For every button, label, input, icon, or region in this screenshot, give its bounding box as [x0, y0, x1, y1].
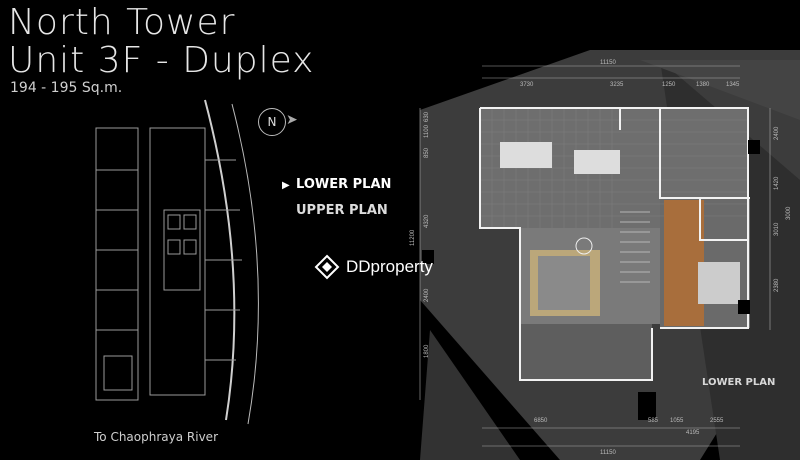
- dim-bottom: 585: [648, 418, 659, 424]
- plan-caption: LOWER PLAN: [702, 377, 776, 388]
- dim-top: 1345: [726, 82, 740, 88]
- dim-bottom: 1055: [670, 418, 684, 424]
- selected-arrow-icon: ▶: [282, 180, 290, 191]
- dim-right: 3000: [786, 206, 792, 220]
- dim-top-total: 11150: [600, 60, 616, 66]
- ddproperty-logo-icon: [314, 254, 340, 280]
- dim-left: 1800: [424, 344, 430, 358]
- dim-bottom: 2555: [710, 418, 724, 424]
- dim-top: 3730: [520, 82, 534, 88]
- north-arrow-icon: ➤: [286, 112, 298, 128]
- dim-bottom-total: 11150: [600, 450, 616, 456]
- upper-plan-tab[interactable]: UPPER PLAN: [282, 200, 391, 226]
- title-line-tower: North Tower: [8, 2, 236, 43]
- dim-top: 1380: [696, 82, 710, 88]
- upper-plan-label: UPPER PLAN: [296, 203, 388, 218]
- lower-plan-tab[interactable]: ▶ LOWER PLAN: [282, 174, 391, 200]
- dim-left-total: 11200: [410, 229, 416, 246]
- dim-top: 3235: [610, 82, 624, 88]
- dim-right: 3010: [774, 222, 780, 236]
- watermark-brand: DDproperty: [346, 257, 433, 276]
- dim-right: 1420: [774, 176, 780, 190]
- north-compass-icon: N: [258, 108, 286, 136]
- dim-top: 1250: [662, 82, 676, 88]
- page-title: North Tower Unit 3F - Duplex: [8, 4, 314, 80]
- dim-left: 2400: [424, 288, 430, 302]
- dim-bottom: 6850: [534, 418, 548, 424]
- lower-plan-label: LOWER PLAN: [296, 177, 392, 192]
- dim-left: 1100: [424, 124, 430, 138]
- unit-area: 194 - 195 Sq.m.: [10, 80, 123, 96]
- dim-right: 2400: [774, 126, 780, 140]
- dim-left: 630: [424, 111, 430, 122]
- dim-left: 850: [424, 147, 430, 158]
- river-direction-label: To Chaophraya River: [94, 430, 218, 444]
- dim-right: 2380: [774, 278, 780, 292]
- title-line-unit: Unit 3F - Duplex: [8, 40, 315, 81]
- dim-bottom-mid: 4195: [686, 430, 700, 436]
- watermark-logo: DDproperty: [314, 254, 433, 280]
- dim-left: 4320: [424, 214, 430, 228]
- plan-menu: ▶ LOWER PLAN UPPER PLAN: [282, 174, 391, 226]
